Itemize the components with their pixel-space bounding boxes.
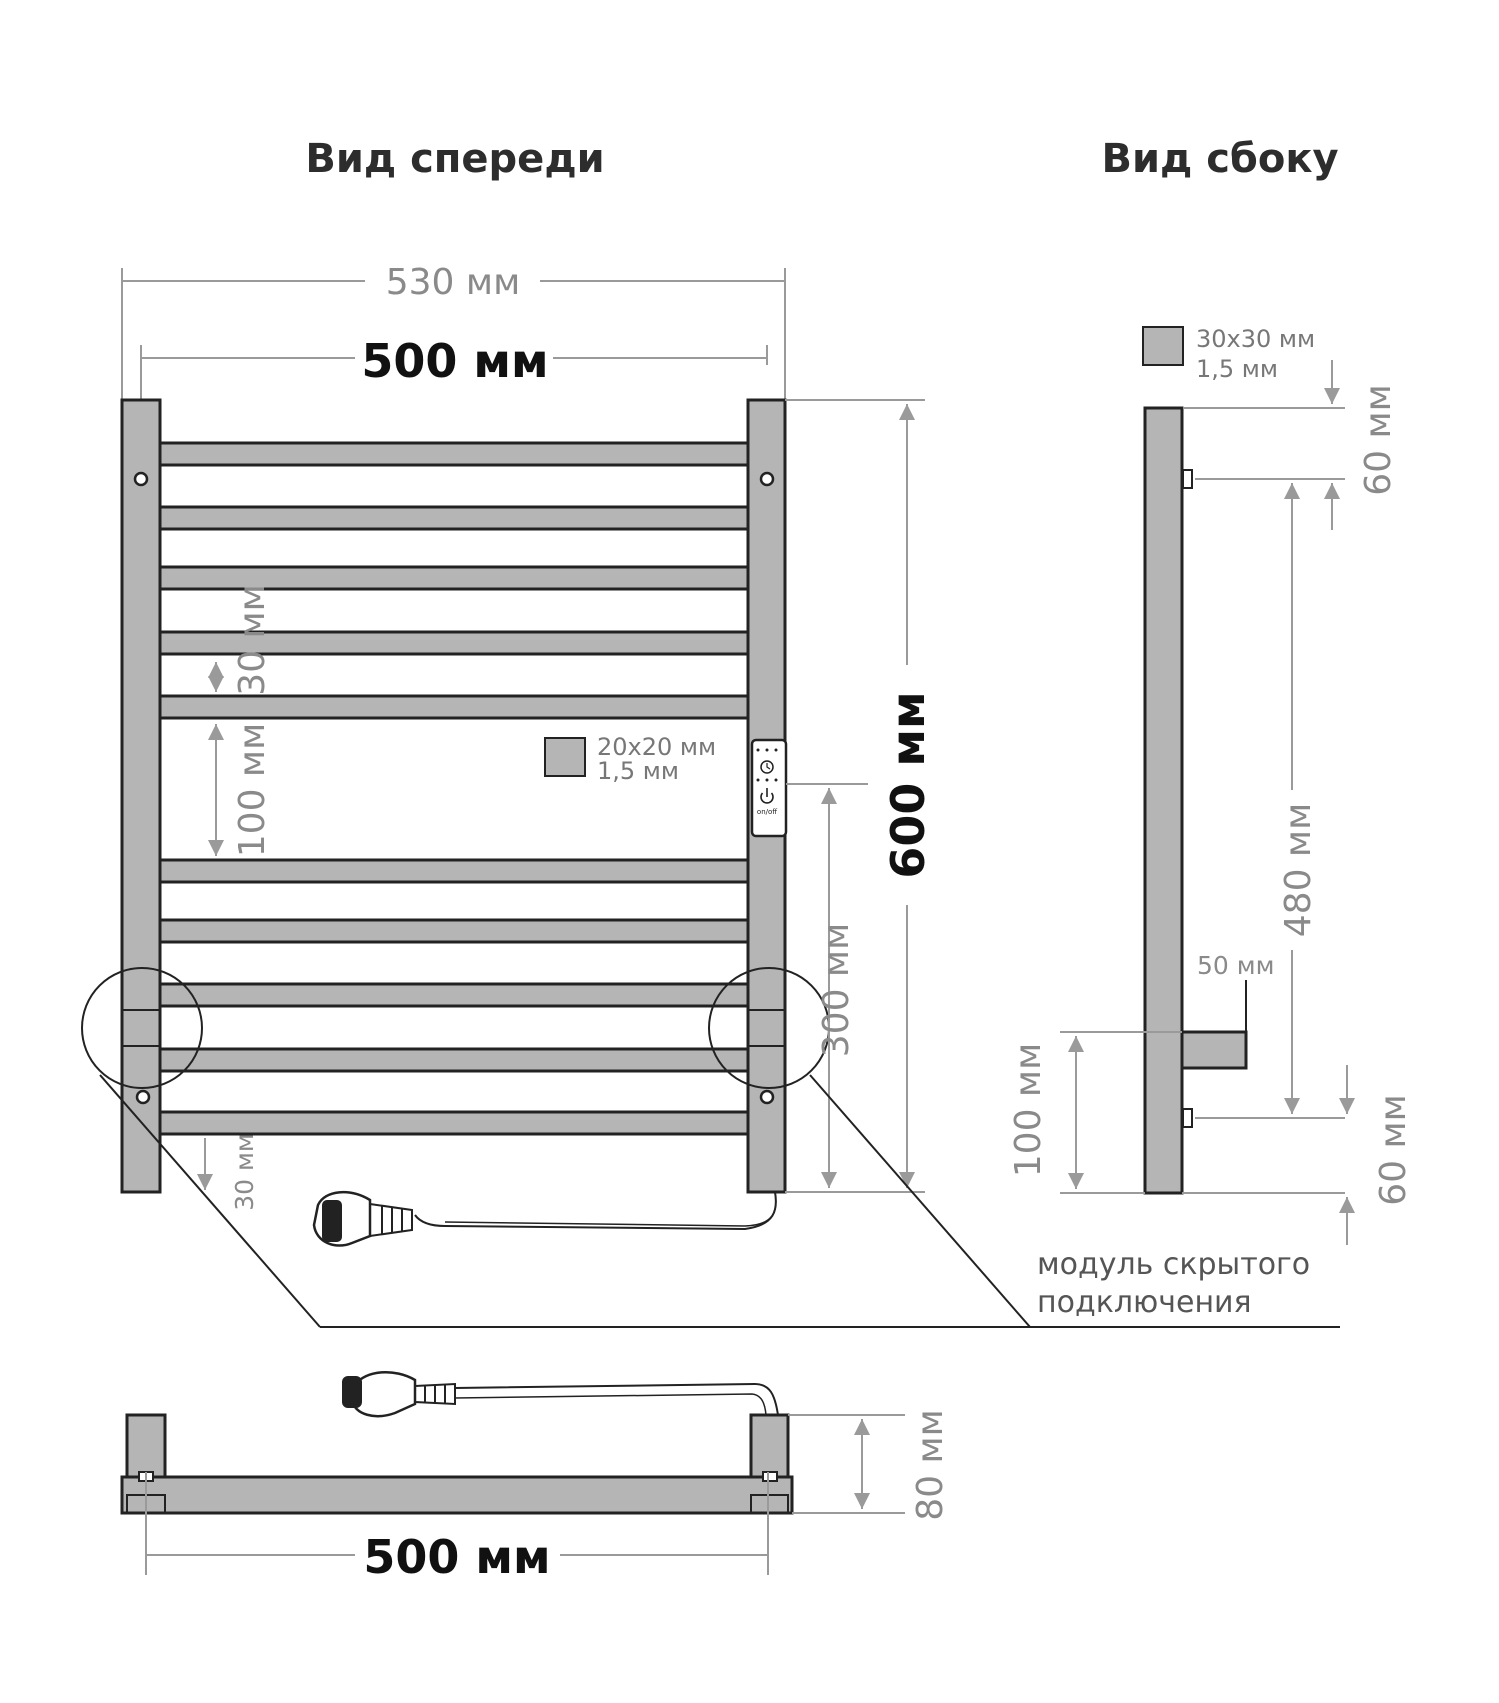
- profile-swatch: [544, 737, 586, 777]
- power-cable: [414, 1191, 777, 1231]
- top-width-label: 500 мм: [363, 1530, 550, 1584]
- mount-hole-bottom-right: [759, 1089, 775, 1105]
- bottom-offset-label: 30 мм: [230, 1133, 259, 1210]
- rail-10: [158, 1110, 750, 1136]
- top-depth-dimension: 80 мм: [788, 1409, 951, 1521]
- rail-2: [158, 505, 750, 531]
- shelf-depth-label: 50 мм: [1197, 951, 1274, 980]
- mount-hole-top-left: [133, 471, 149, 487]
- bottom-offset-side-label: 60 мм: [1373, 1094, 1414, 1206]
- top-bar: [120, 1475, 794, 1515]
- shelf-depth-dimension: 50 мм: [1197, 951, 1274, 1032]
- rail-9: [158, 1047, 750, 1073]
- section-gap-dimension: 100 мм: [208, 723, 273, 857]
- mount-span-dimension: 480 мм: [1195, 483, 1345, 1119]
- mount-hole-bottom-left: [135, 1089, 151, 1105]
- shelf-height-label: 100 мм: [1008, 1043, 1049, 1177]
- front-profile-spec: 20x20 мм 1,5 мм: [544, 733, 716, 785]
- hidden-module-callout: модуль скрытого подключения: [99, 1074, 1340, 1328]
- callout-line-2: подключения: [1037, 1285, 1252, 1320]
- rail-8: [158, 982, 750, 1008]
- profile-swatch: [1142, 326, 1184, 366]
- top-offset-dimension: 60 мм: [1183, 360, 1399, 530]
- side-view: 30x30 мм 1,5 мм 60 мм 480 мм 50 мм: [1008, 325, 1414, 1245]
- front-view: 530 мм 500 мм: [81, 262, 935, 1247]
- mount-span-label: 480 мм: [1278, 803, 1319, 937]
- profile-wall-label: 1,5 мм: [1196, 355, 1278, 383]
- mount-bracket-bottom: [1182, 1108, 1193, 1128]
- rail-1: [158, 441, 750, 467]
- rail-7: [158, 918, 750, 944]
- center-width-dimension: 500 мм: [140, 334, 768, 400]
- power-icon: [760, 788, 774, 804]
- left-upright: [120, 398, 162, 1194]
- power-plug: [312, 1190, 413, 1247]
- rail-gap-label: 30 мм: [232, 584, 273, 696]
- connection-height-label: 300 мм: [816, 923, 857, 1057]
- mount-hole-top-right: [759, 471, 775, 487]
- side-upright: [1143, 406, 1184, 1195]
- side-view-title: Вид сбоку: [1101, 136, 1338, 182]
- top-view: 500 мм 80 мм: [120, 1370, 951, 1584]
- control-unit: on/off: [750, 738, 788, 838]
- rail-gap-dimension: 30 мм: [208, 584, 273, 696]
- height-label: 600 мм: [881, 691, 935, 878]
- top-width-dimension: 500 мм: [145, 1472, 769, 1584]
- top-offset-label: 60 мм: [1358, 384, 1399, 496]
- callout-line-1: модуль скрытого: [1037, 1247, 1310, 1282]
- connection-height-dimension: 300 мм: [786, 783, 868, 1188]
- profile-wall-label: 1,5 мм: [597, 757, 679, 785]
- side-profile-spec: 30x30 мм 1,5 мм: [1142, 325, 1315, 383]
- hidden-connection-detail-left: [81, 967, 203, 1089]
- top-depth-label: 80 мм: [910, 1409, 951, 1521]
- bottom-offset-side-dimension: 60 мм: [1182, 1065, 1414, 1245]
- center-width-label: 500 мм: [361, 334, 548, 388]
- overall-width-dimension: 530 мм: [121, 262, 786, 400]
- power-button-label: on/off: [757, 808, 777, 816]
- rail-5: [158, 694, 750, 720]
- top-power-plug: [342, 1370, 779, 1418]
- mount-bracket-top: [1182, 469, 1193, 489]
- section-gap-label: 100 мм: [232, 723, 273, 857]
- side-shelf: [1180, 1030, 1248, 1070]
- bottom-offset-dimension: 30 мм: [197, 1133, 259, 1211]
- overall-width-label: 530 мм: [386, 262, 520, 303]
- height-dimension: 600 мм: [785, 399, 935, 1193]
- profile-size-label: 30x30 мм: [1196, 325, 1315, 353]
- shelf-height-dimension: 100 мм: [1008, 1031, 1182, 1194]
- rails: [158, 441, 750, 1136]
- rail-6: [158, 858, 750, 884]
- front-view-title: Вид спереди: [305, 136, 604, 182]
- profile-size-label: 20x20 мм: [597, 733, 716, 761]
- timer-icon: [760, 760, 774, 774]
